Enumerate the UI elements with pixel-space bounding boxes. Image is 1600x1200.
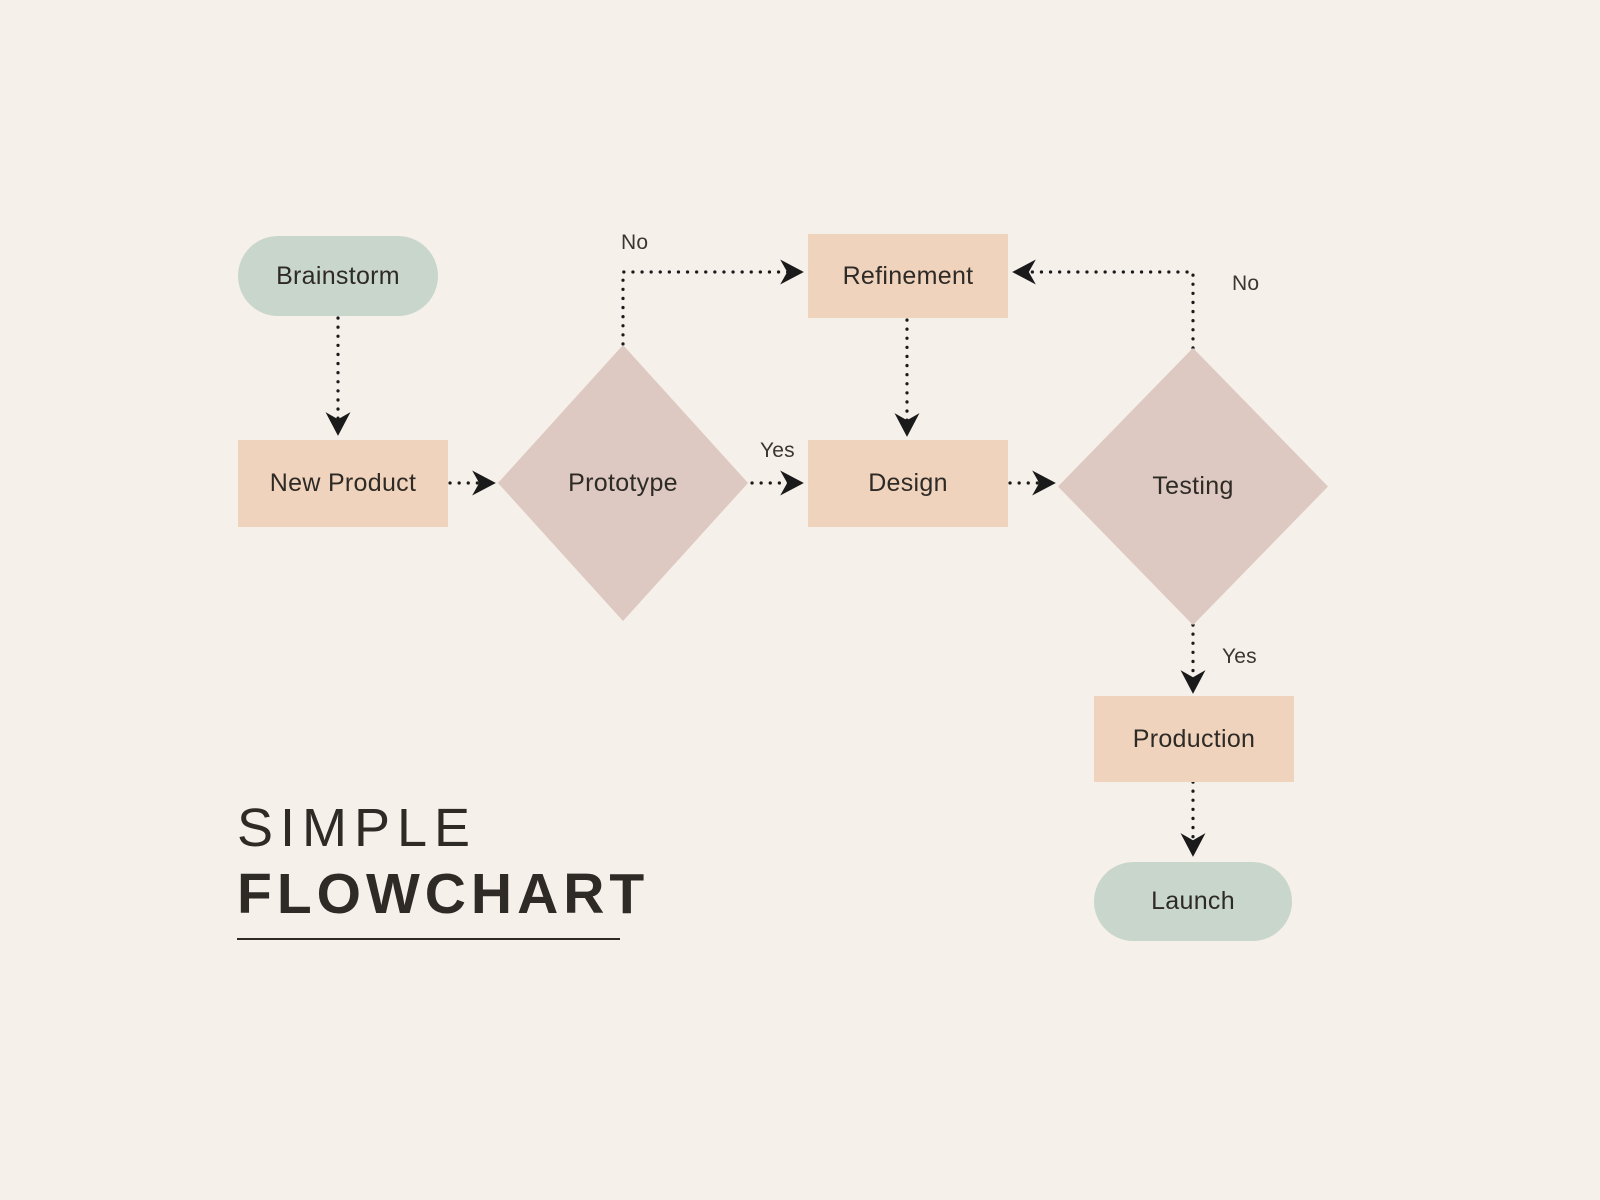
node-new-product-label: New Product [269,469,417,497]
node-prototype[interactable]: Prototype [498,345,748,621]
title-line-simple: SIMPLE [237,798,478,858]
node-production[interactable]: Production [1094,696,1294,782]
node-prototype-label: Prototype [568,468,678,497]
testing-diamond-shape [1058,348,1328,625]
edge-prototype-no-to-refinement [621,259,804,346]
edge-label-testing-no: No [1232,272,1260,295]
node-design-label: Design [868,469,948,497]
page-title: SIMPLE FLOWCHART [237,800,737,925]
title-underline [237,938,620,940]
edge-testing-no-to-refinement [1012,259,1195,350]
node-testing[interactable]: Testing [1058,348,1328,625]
node-new-product[interactable]: New Product [238,440,448,527]
node-testing-label: Testing [1152,472,1234,500]
node-brainstorm[interactable]: Brainstorm [238,236,438,316]
prototype-diamond-shape [498,345,748,621]
node-refinement[interactable]: Refinement [808,234,1008,318]
title-line-flowchart: FLOWCHART [237,861,650,926]
node-production-label: Production [1132,724,1256,753]
node-launch-label: Launch [1151,887,1235,915]
edge-label-prototype-no: No [621,231,649,254]
node-design[interactable]: Design [808,440,1008,527]
node-launch[interactable]: Launch [1094,862,1292,941]
node-refinement-label: Refinement [842,261,974,290]
edge-label-prototype-yes: Yes [760,439,795,462]
edge-label-testing-yes: Yes [1222,645,1257,668]
node-brainstorm-label: Brainstorm [276,261,400,290]
